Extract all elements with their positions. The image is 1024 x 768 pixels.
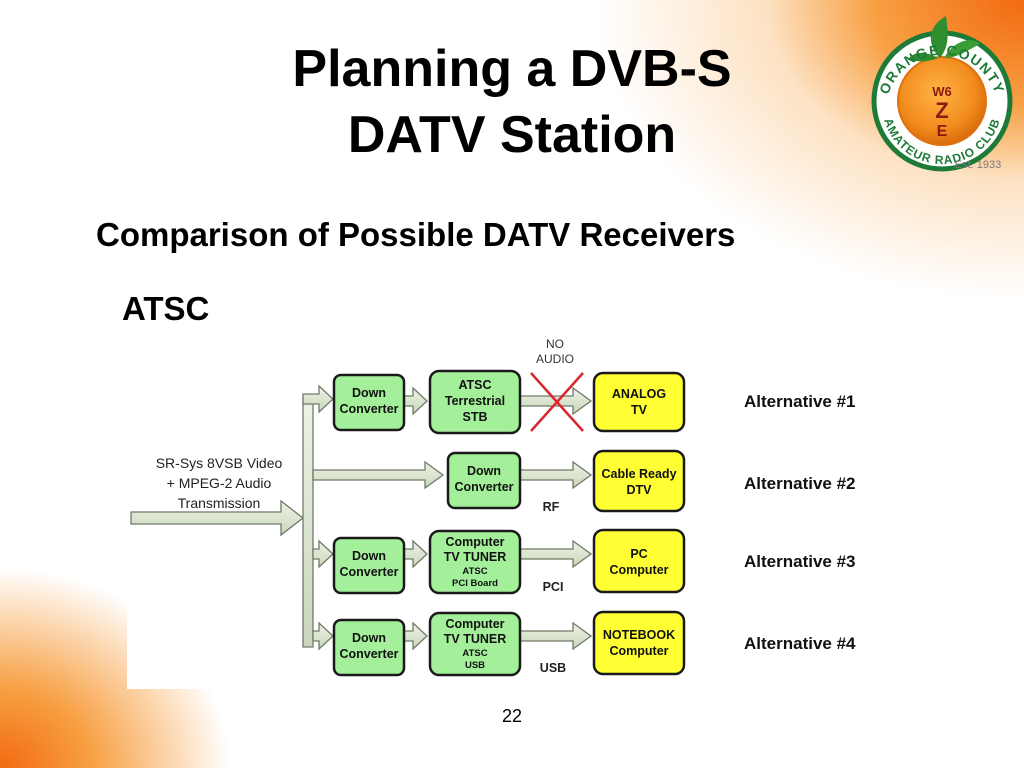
input-arrow (130, 499, 305, 537)
logo-est-text: Est. 1933 (955, 159, 1001, 171)
display-box-4 (592, 610, 686, 676)
receiver-1-line-3: STB (463, 410, 488, 424)
page-number: 22 (501, 706, 523, 726)
receiver-3-line-2: TV TUNER (444, 550, 507, 564)
display-3-line-2: Computer (609, 563, 668, 577)
down-converter-box-4 (332, 618, 406, 677)
display-4-line-1: NOTEBOOK (603, 628, 675, 642)
receiver-3-line-1: Computer (445, 535, 504, 549)
slide-title: Planning a DVB-S DATV Station (0, 36, 1024, 168)
alternative-1-label: Alternative #1 (744, 392, 856, 411)
display-box-2 (592, 449, 686, 513)
no-audio-label-line-2: AUDIO (536, 352, 574, 366)
receiver-4-line-1: Computer (445, 617, 504, 631)
diagram-canvas: SR-Sys 8VSB Video + MPEG-2 Audio Transmi… (130, 337, 856, 677)
club-logo: ORANGE COUNTY AMATEUR RADIO CLUB W6 Z E … (871, 16, 1013, 172)
alternative-row-3: Down Converter Computer TV TUNER ATSC PC… (332, 528, 856, 595)
dc-to-rx-arrow-3 (402, 539, 428, 569)
leaf-icon (908, 16, 980, 62)
display-box-3 (592, 528, 686, 594)
dc-to-rx-arrow-4 (402, 621, 428, 651)
rx-to-display-arrow-3 (518, 539, 593, 569)
slide-subtitle: Comparison of Possible DATV Receivers (96, 216, 736, 253)
alternative-3-label: Alternative #3 (744, 552, 856, 571)
branch-arrow-2 (312, 460, 445, 490)
down-converter-1-line-1: Down (352, 386, 386, 400)
alternative-row-1: Down Converter ATSC Terrestrial STB ANAL… (332, 369, 856, 435)
display-1-line-1: ANALOG (612, 387, 666, 401)
down-converter-4-line-2: Converter (339, 647, 398, 661)
receiver-2-line-1: Down (467, 464, 501, 478)
receiver-box-3 (428, 529, 522, 595)
no-audio-label-line-1: NO (546, 337, 564, 351)
branch-arrow-4 (312, 621, 334, 651)
link-label-2: RF (543, 500, 560, 514)
section-heading: ATSC (122, 290, 210, 327)
display-4-line-2: Computer (609, 644, 668, 658)
trunk-bar (302, 396, 314, 648)
receiver-box-4 (428, 611, 522, 677)
display-1-line-2: TV (631, 403, 648, 417)
rx-to-display-arrow-2 (518, 460, 593, 490)
receiver-1-line-2: Terrestrial (445, 394, 505, 408)
down-converter-3-line-1: Down (352, 549, 386, 563)
down-converter-1-line-2: Converter (339, 402, 398, 416)
source-label-line-2: + MPEG-2 Audio (167, 475, 272, 491)
branch-arrow-3 (312, 539, 334, 569)
display-3-line-1: PC (630, 547, 647, 561)
receiver-3-small-1: ATSC (462, 566, 487, 577)
display-box-1 (592, 371, 686, 433)
receiver-4-small-2: USB (465, 660, 485, 671)
display-2-line-1: Cable Ready (601, 467, 676, 481)
source-label-line-1: SR-Sys 8VSB Video (156, 455, 283, 471)
down-converter-4-line-1: Down (352, 631, 386, 645)
receiver-1-line-1: ATSC (458, 378, 491, 392)
receiver-block-diagram: SR-Sys 8VSB Video + MPEG-2 Audio Transmi… (127, 333, 882, 689)
display-2-line-2: DTV (627, 483, 653, 497)
slide-title-line-2: DATV Station (347, 106, 677, 164)
dc-to-rx-arrow-1 (402, 386, 428, 416)
receiver-box-2 (446, 451, 522, 510)
receiver-4-small-1: ATSC (462, 648, 487, 659)
alternative-row-4: Down Converter Computer TV TUNER ATSC US… (332, 610, 856, 677)
logo-callsign-3: E (937, 123, 948, 140)
receiver-box-1 (428, 369, 522, 435)
rx-to-display-arrow-4 (518, 621, 593, 651)
receiver-2-line-2: Converter (454, 480, 513, 494)
branch-arrow-1 (302, 384, 334, 414)
alternative-row-2: Down Converter Cable Ready DTV RF Altern… (446, 449, 856, 514)
source-label-line-3: Transmission (178, 495, 261, 511)
link-label-3: PCI (543, 580, 564, 594)
down-converter-box-1 (332, 373, 406, 432)
link-label-4: USB (540, 661, 566, 675)
logo-callsign-1: W6 (932, 84, 952, 99)
logo-callsign-2: Z (935, 98, 948, 123)
slide-title-line-1: Planning a DVB-S (292, 40, 732, 98)
down-converter-box-3 (332, 536, 406, 595)
receiver-4-line-2: TV TUNER (444, 632, 507, 646)
alternative-2-label: Alternative #2 (744, 474, 856, 493)
no-audio-cross-icon (530, 372, 584, 432)
receiver-3-small-2: PCI Board (452, 578, 498, 589)
down-converter-3-line-2: Converter (339, 565, 398, 579)
alternative-4-label: Alternative #4 (744, 634, 856, 653)
